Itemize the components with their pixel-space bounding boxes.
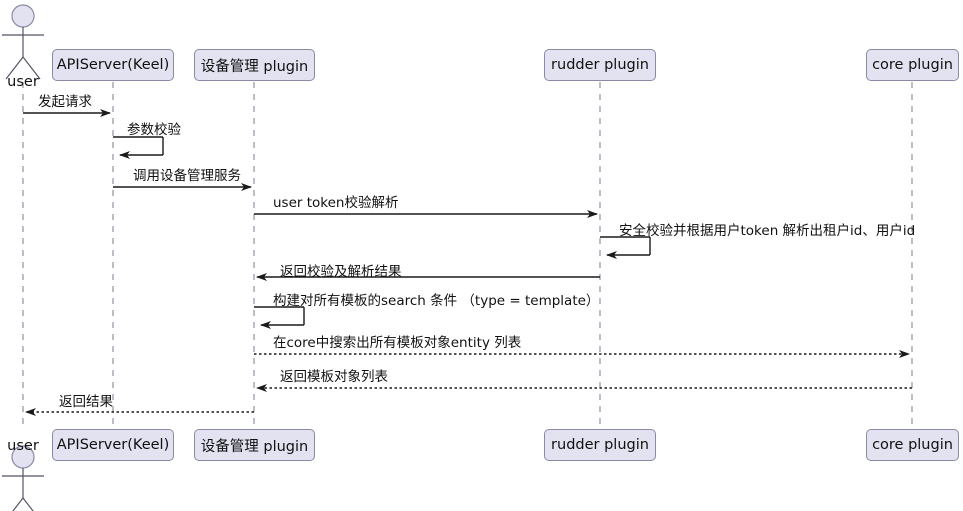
actor-figures-layer — [2, 4, 44, 511]
message-label-m9: 返回模板对象列表 — [280, 369, 388, 385]
actor-stroke-2 — [5, 56, 24, 80]
participant-box-core-top[interactable]: core plugin — [866, 49, 959, 81]
participant-box-rudder-bottom[interactable]: rudder plugin — [544, 429, 656, 461]
message-m2 — [113, 136, 164, 159]
actor-stroke-3 — [22, 497, 34, 511]
message-label-m7: 构建对所有模板的search 条件 （type = template） — [273, 293, 600, 309]
actor-stroke-2 — [12, 497, 24, 511]
actor-figure-user-top — [2, 4, 44, 80]
participant-box-apiserver-bottom[interactable]: APIServer(Keel) — [52, 429, 174, 461]
message-label-m1: 发起请求 — [38, 94, 92, 110]
message-label-m10: 返回结果 — [59, 394, 113, 410]
message-m5 — [600, 236, 651, 259]
actor-figure-user-bottom — [2, 445, 44, 511]
message-label-m6: 返回校验及解析结果 — [280, 264, 402, 280]
participant-box-device-top[interactable]: 设备管理 plugin — [194, 49, 315, 81]
message-label-m4: user token校验解析 — [273, 195, 399, 211]
message-label-m5: 安全校验并根据用户token 解析出租户id、用户id — [619, 223, 916, 239]
lifelines-layer — [22, 82, 913, 428]
actor-label-user-top: user — [7, 74, 39, 90]
participant-box-rudder-top[interactable]: rudder plugin — [544, 49, 656, 81]
message-label-m3: 调用设备管理服务 — [133, 168, 241, 184]
actor-stroke-3 — [22, 56, 41, 80]
message-label-m8: 在core中搜索出所有模板对象entity 列表 — [273, 335, 522, 351]
actor-head — [11, 4, 35, 28]
participant-box-core-bottom[interactable]: core plugin — [866, 429, 959, 461]
messages-layer — [23, 109, 912, 416]
participant-box-device-bottom[interactable]: 设备管理 plugin — [194, 429, 315, 461]
actor-label-user-bottom: user — [7, 438, 39, 454]
message-m7 — [254, 306, 305, 329]
participant-box-apiserver-top[interactable]: APIServer(Keel) — [52, 49, 174, 81]
message-label-m2: 参数校验 — [127, 122, 181, 138]
